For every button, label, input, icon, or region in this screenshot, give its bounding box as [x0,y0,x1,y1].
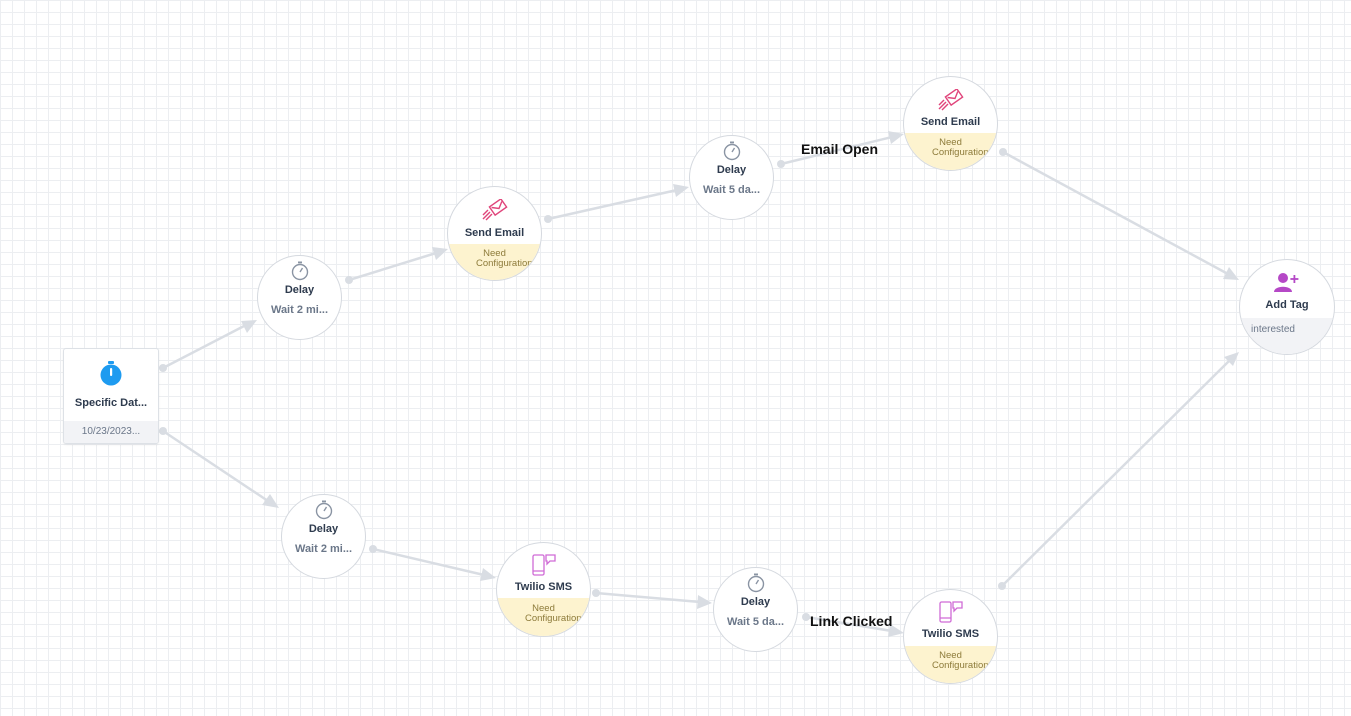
twilio-sms-title: Twilio SMS [514,581,573,593]
edge-delay-to-sms-2[interactable] [802,613,904,637]
trigger-title: Specific Dat... [74,397,148,409]
add-tag-title: Add Tag [1265,299,1309,311]
delay-title: Delay [284,284,315,296]
phone-message-icon [938,600,964,624]
add-user-icon [1274,272,1300,294]
delay-node[interactable]: Delay Wait 2 mi... [281,494,366,579]
edge-trigger-to-delay-bottom[interactable] [159,427,279,508]
delay-node[interactable]: Delay Wait 2 mi... [257,255,342,340]
delay-title: Delay [308,523,339,535]
delay-title: Delay [716,164,747,176]
twilio-sms-title: Twilio SMS [921,628,980,640]
send-email-title: Send Email [464,227,525,239]
send-email-node[interactable]: Send Email Need Configuration [903,76,998,171]
edge-sms-1-to-delay[interactable] [592,589,712,609]
timer-icon [746,573,766,593]
edge-delay-bottom-to-sms-1[interactable] [369,545,496,581]
need-configuration-status: Need Configuration [904,646,997,683]
send-email-node[interactable]: Send Email Need Configuration [447,186,542,281]
add-tag-node[interactable]: Add Tag interested [1239,259,1335,355]
delay-wait-value: Wait 2 mi... [270,304,329,316]
edge-label-link-clicked: Link Clicked [810,613,893,629]
phone-message-icon [531,553,557,577]
edge-sms-2-to-add-tag[interactable] [998,352,1239,590]
delay-node[interactable]: Delay Wait 5 da... [689,135,774,220]
need-configuration-status: Need Configuration [904,133,997,170]
edge-delay-to-send-email-1[interactable] [345,247,448,284]
send-email-icon [482,199,508,221]
send-email-icon [938,89,964,111]
delay-wait-value: Wait 5 da... [702,184,761,196]
trigger-value: 10/23/2023... [64,421,158,443]
twilio-sms-node[interactable]: Twilio SMS Need Configuration [496,542,591,637]
delay-wait-value: Wait 5 da... [726,616,785,628]
edge-trigger-to-delay-top[interactable] [159,320,257,372]
trigger-specific-date[interactable]: Specific Dat... 10/23/2023... [63,348,159,444]
edge-send-email-1-to-delay[interactable] [544,184,689,223]
timer-icon [290,261,310,281]
delay-node[interactable]: Delay Wait 5 da... [713,567,798,652]
delay-wait-value: Wait 2 mi... [294,543,353,555]
timer-icon [722,141,742,161]
tag-value: interested [1240,318,1334,354]
delay-title: Delay [740,596,771,608]
need-configuration-status: Need Configuration [448,244,541,280]
twilio-sms-node[interactable]: Twilio SMS Need Configuration [903,589,998,684]
need-configuration-status: Need Configuration [497,598,590,636]
edge-send-email-2-to-add-tag[interactable] [999,148,1239,280]
stopwatch-icon [99,361,123,387]
edge-label-email-open: Email Open [801,141,879,157]
edge-delay-to-send-email-2[interactable] [777,131,904,168]
send-email-title: Send Email [920,116,981,128]
timer-icon [314,500,334,520]
